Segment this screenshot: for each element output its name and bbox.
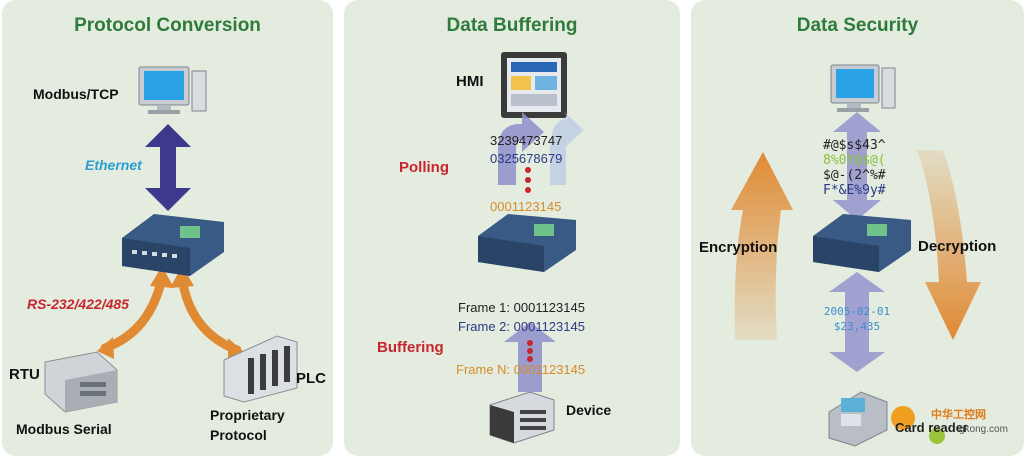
panel-data-buffering: Data Buffering [344,0,680,456]
cipher-line-4: F*&E%9y# [823,183,886,198]
panel-protocol-conversion: Protocol Conversion [2,0,333,456]
watermark-cn: 中华工控网 [931,409,986,421]
modbus-tcp-label: Modbus/TCP [33,86,119,102]
ethernet-arrow [145,124,191,211]
buffering-label: Buffering [377,339,444,356]
decryption-label: Decryption [918,238,997,255]
plc-device-icon [223,335,298,403]
frame-n: Frame N: 0001123145 [456,362,586,377]
gateway-device-icon [813,214,911,272]
rtu-label: RTU [9,366,40,383]
serial-standard-label: RS-232/422/485 [27,296,129,312]
polling-label: Polling [399,159,449,176]
computer-icon [138,66,207,114]
poll-value-2: 0325678679 [490,151,563,166]
protocol-label: Protocol [210,427,267,443]
computer-icon [830,64,896,112]
encryption-label: Encryption [699,239,778,256]
panel-title: Data Security [796,15,919,36]
plaintext-date: 2005-02-01 [823,305,891,318]
gear-icon [891,406,945,444]
security-diagram [731,64,981,447]
poll-value-1: 3239473747 [490,133,563,148]
protocol-diagram [44,66,298,413]
gateway-device-icon [122,214,224,276]
lower-data-arrow [829,272,885,372]
device-label: Device [566,402,612,418]
proprietary-label: Proprietary [210,407,285,423]
buffering-diagram [478,52,584,444]
rtu-device-icon [44,351,118,413]
device-icon [489,391,555,444]
cipher-line-3: $@-(2^%# [823,168,886,183]
serial-arrowhead-up-left [150,266,174,288]
plaintext-block: 2005-02-01 $23,435 [819,304,895,334]
polling-arrow [498,112,544,185]
serial-arrowhead-rtu [97,337,114,359]
ciphertext-block: #@$s$43^ 8%0Y@$@( $@-(2^%# F*&E%9y# [823,138,886,198]
modbus-serial-label: Modbus Serial [16,421,112,437]
cipher-line-1: #@$s$43^ [823,138,886,153]
plc-label: PLC [296,370,326,387]
hmi-label: HMI [456,73,484,90]
plaintext-amount: $23,435 [833,320,881,333]
poll-value-3: 0001123145 [490,199,562,214]
encryption-arrow [731,152,793,340]
serial-arrow-left [100,273,167,353]
panel-data-security: Data Security [691,0,1024,456]
polling-dots [525,167,531,193]
serial-arrowhead-plc [228,338,245,361]
gateway-device-icon [478,214,576,272]
polling-arrow-right [550,112,584,185]
serial-arrowhead-up-right [170,266,194,288]
watermark-url: gkong.com [959,424,1008,435]
buffering-dots [527,340,533,362]
frame-1: Frame 1: 0001123145 [458,300,585,315]
ethernet-label: Ethernet [85,157,142,173]
card-reader-label: Card reader [895,420,968,435]
cipher-line-2: 8%0Y@$@( [823,153,886,168]
upper-data-arrow [833,112,881,220]
panel-title: Data Buffering [446,15,578,36]
hmi-icon [501,52,567,118]
card-reader-icon [828,391,888,447]
frame-2: Frame 2: 0001123145 [458,319,585,334]
decryption-arrow [917,150,981,340]
panel-title: Protocol Conversion [74,15,261,36]
serial-arrow-right [177,273,242,355]
